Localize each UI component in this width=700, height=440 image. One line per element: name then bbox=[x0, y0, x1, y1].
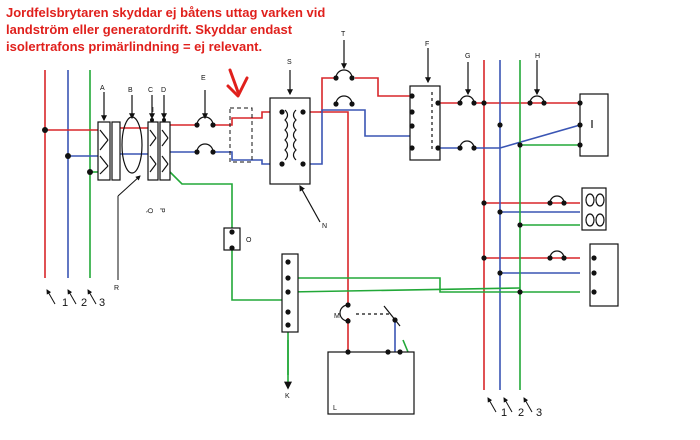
red-highlight-arrow bbox=[226, 68, 249, 98]
component-G bbox=[459, 62, 475, 149]
label-L: L bbox=[333, 405, 337, 412]
left-supply-lines bbox=[44, 70, 91, 278]
input-arrows-left bbox=[46, 289, 97, 305]
annotation-line-3: isolertrafons primärlindning = ej releva… bbox=[6, 39, 263, 54]
label-A: A bbox=[100, 85, 105, 92]
input-left-3: 3 bbox=[99, 297, 105, 309]
dashed-highlight-box bbox=[229, 107, 253, 163]
component-labels: A B C D I Q P R E S T F G H N O K M L bbox=[100, 31, 540, 412]
label-K: K bbox=[285, 393, 290, 400]
label-N: N bbox=[322, 223, 327, 230]
label-D: D bbox=[161, 87, 166, 94]
label-S: S bbox=[287, 59, 292, 66]
component-B bbox=[111, 95, 143, 181]
component-L bbox=[327, 351, 415, 415]
input-left-1: 1 bbox=[62, 297, 68, 309]
label-E: E bbox=[201, 75, 206, 82]
input-numbers-right: 1 2 3 bbox=[501, 407, 542, 419]
neutral-wire bbox=[68, 60, 581, 390]
component-S bbox=[269, 70, 321, 223]
label-H: H bbox=[535, 53, 540, 60]
component-H bbox=[529, 60, 545, 104]
component-R-pointer bbox=[117, 175, 141, 280]
label-F: F bbox=[425, 41, 429, 48]
input-numbers-left: 1 2 3 bbox=[62, 297, 105, 309]
component-F bbox=[409, 48, 441, 161]
input-arrows-right bbox=[487, 397, 533, 413]
annotation-line-2: landström eller generatordrift. Skyddar … bbox=[6, 22, 293, 37]
consumer-box-top bbox=[579, 93, 609, 157]
label-Q: Q bbox=[146, 208, 153, 214]
annotation-line-1: Jordfelsbrytaren skyddar ej båtens uttag… bbox=[6, 5, 326, 20]
consumer-box-bottom bbox=[589, 243, 619, 307]
input-left-2: 2 bbox=[81, 297, 87, 309]
label-O: O bbox=[246, 237, 252, 244]
input-right-2: 2 bbox=[518, 407, 524, 419]
label-I: I bbox=[152, 107, 154, 114]
label-C: C bbox=[148, 87, 153, 94]
annotation-note: Jordfelsbrytaren skyddar ej båtens uttag… bbox=[6, 4, 366, 55]
component-E bbox=[196, 90, 214, 153]
label-R: R bbox=[114, 285, 119, 292]
socket-outlet bbox=[549, 187, 607, 259]
input-right-1: 1 bbox=[501, 407, 507, 419]
earth-terminal-bar bbox=[281, 253, 299, 390]
junction-dots bbox=[42, 75, 597, 355]
label-M: M bbox=[334, 313, 340, 320]
component-D bbox=[159, 95, 171, 181]
label-P: P bbox=[158, 208, 165, 213]
component-A bbox=[97, 92, 111, 181]
label-B: B bbox=[128, 87, 133, 94]
component-C bbox=[147, 95, 159, 181]
label-T: T bbox=[341, 31, 346, 38]
input-right-3: 3 bbox=[536, 407, 542, 419]
component-M bbox=[339, 304, 401, 327]
component-T bbox=[335, 40, 353, 105]
label-G: G bbox=[465, 53, 470, 60]
